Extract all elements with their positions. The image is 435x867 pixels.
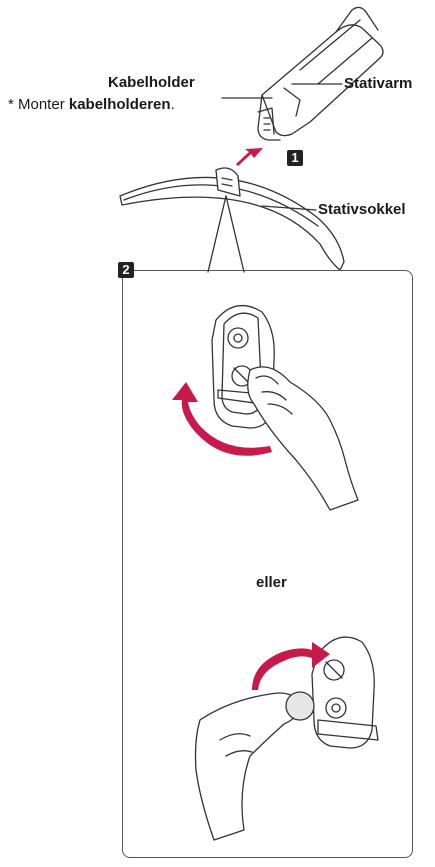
rotate-arrow-upper <box>172 382 272 456</box>
insert-arrow <box>236 148 263 166</box>
mount-suffix: . <box>170 96 175 113</box>
rotate-arrow-lower <box>252 642 330 690</box>
stand-arm-label: Stativarm <box>344 75 413 92</box>
hand-lower <box>194 692 301 841</box>
coin <box>285 691 315 721</box>
step-badge-1: 1 <box>287 150 303 166</box>
or-label: eller <box>256 574 287 591</box>
hand-upper <box>247 366 359 511</box>
cable-holder-label: Kabelholder <box>108 74 195 91</box>
mount-bold: kabelholderen <box>68 96 171 113</box>
step-badge-2: 2 <box>118 262 134 278</box>
mount-prefix: * Monter <box>8 96 69 113</box>
bracket-plate-lower <box>311 636 379 749</box>
stand-arm <box>257 6 384 141</box>
mount-instruction: * Monter kabelholderen. <box>8 96 175 113</box>
step-2-panel <box>122 270 413 858</box>
stand-base-label: Stativsokkel <box>318 201 406 218</box>
